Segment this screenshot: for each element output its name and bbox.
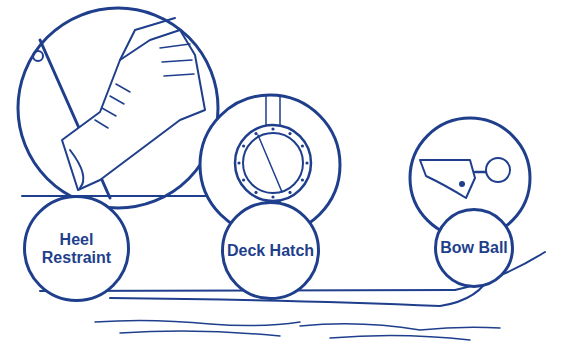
hatch-bolt <box>271 127 274 130</box>
hatch-bolt <box>237 161 240 164</box>
hatch-bolt <box>301 178 304 181</box>
hatch-bolts <box>237 127 308 198</box>
hatch-bolt <box>242 178 245 181</box>
hatch-bolt <box>288 191 291 194</box>
node-label: Heel Restraint <box>32 231 122 267</box>
hatch-bolt <box>305 161 308 164</box>
label-circle: Deck Hatch <box>221 201 320 300</box>
hatch-bolt <box>242 144 245 147</box>
hatch-bolt <box>301 144 304 147</box>
heel-restraint-illustration <box>22 18 212 198</box>
hatch-bolt <box>254 191 257 194</box>
hatch-bolt <box>288 132 291 135</box>
water-waves <box>95 320 500 340</box>
node-label: Deck Hatch <box>227 242 314 260</box>
hatch-bolt <box>254 132 257 135</box>
label-circle: Bow Ball <box>434 208 514 288</box>
bow-ball-illustration <box>420 158 510 198</box>
label-circle: Heel Restraint <box>23 195 130 302</box>
magnifier-circle <box>18 8 218 208</box>
hatch-bolt <box>271 195 274 198</box>
node-label: Bow Ball <box>440 239 508 257</box>
